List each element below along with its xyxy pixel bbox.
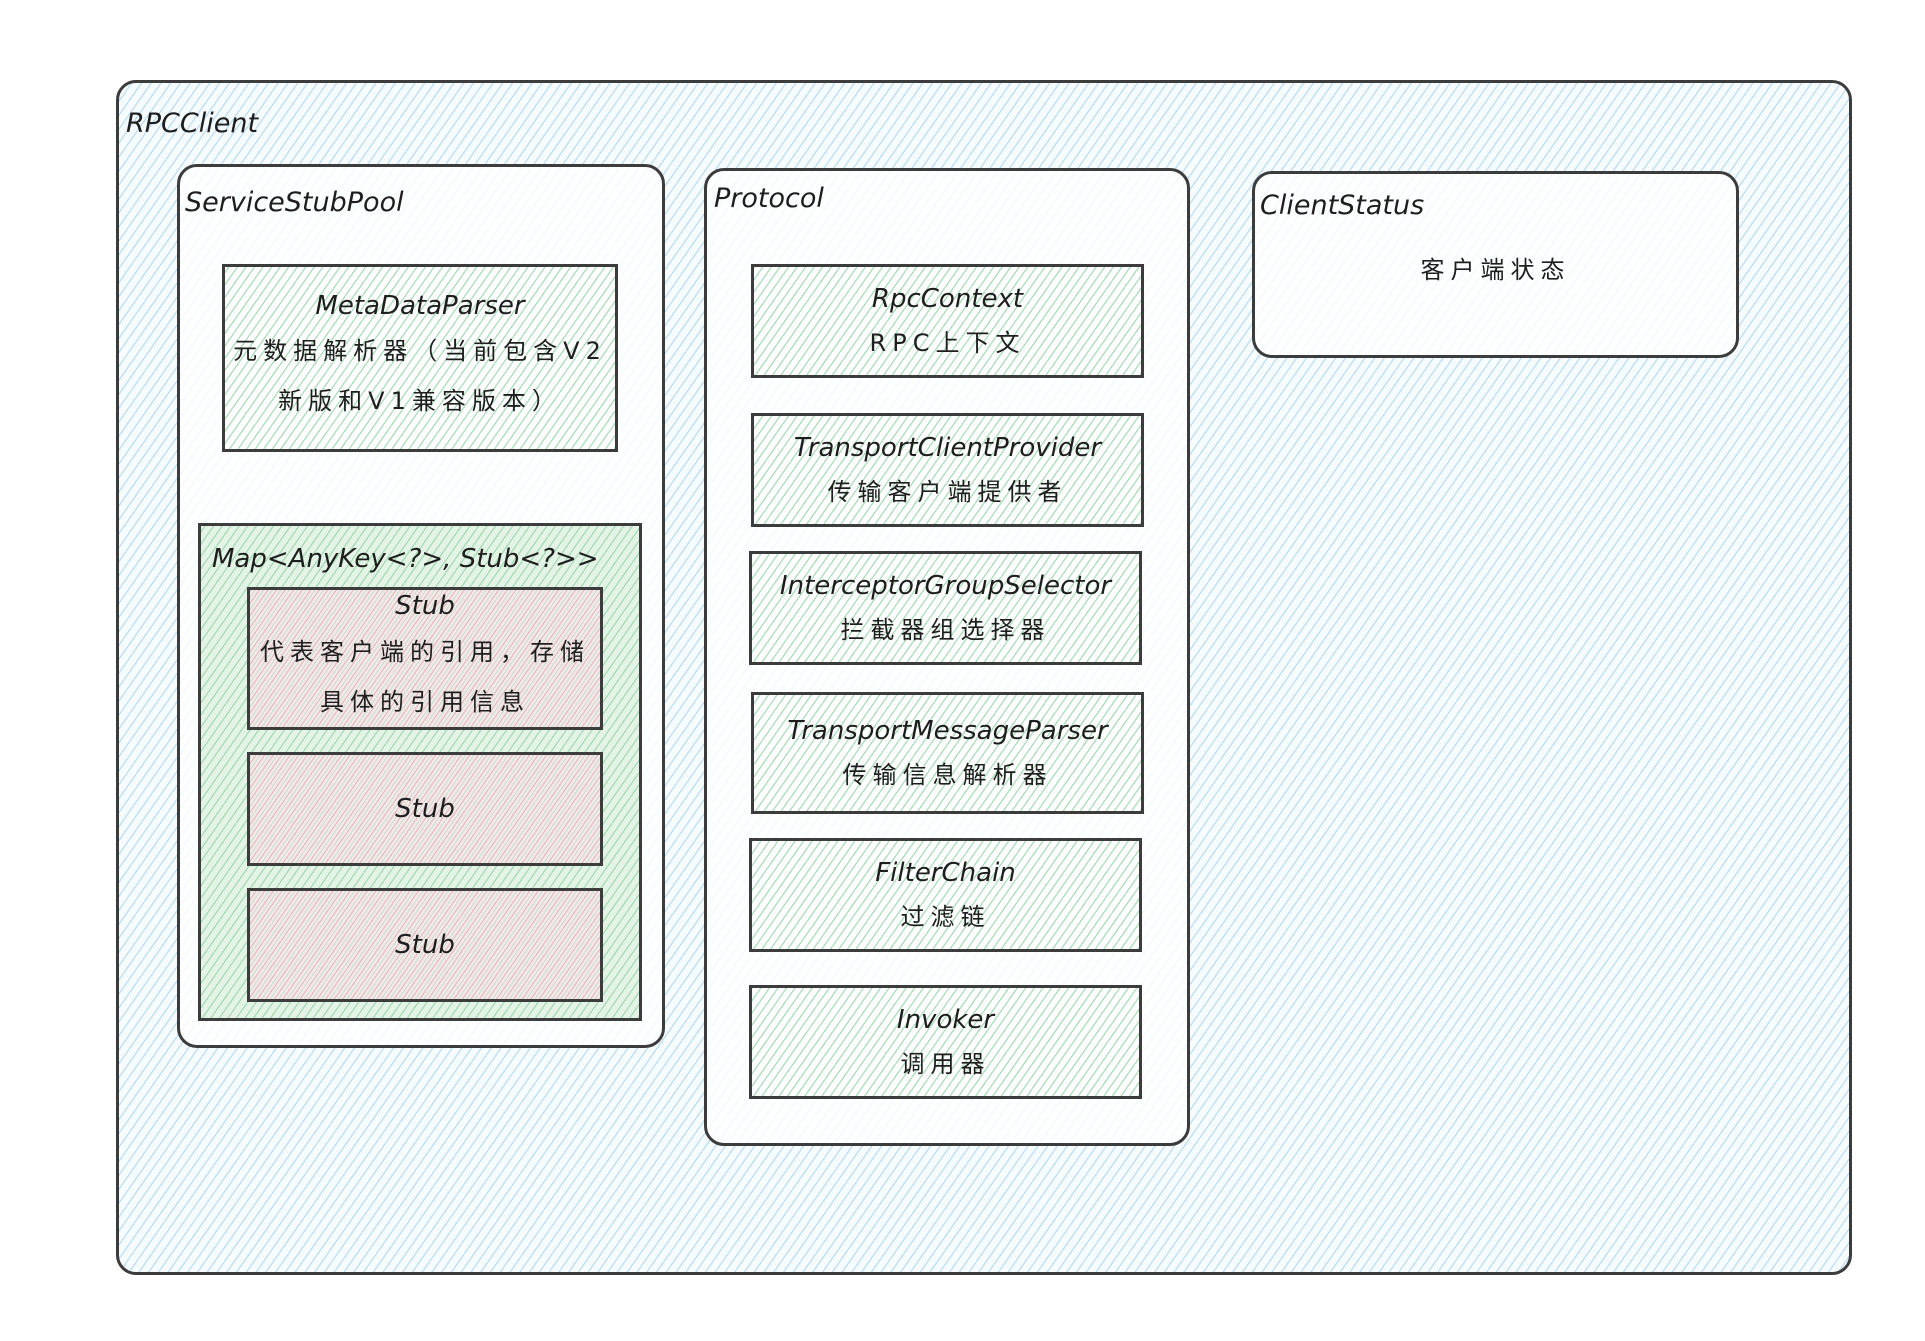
stub-node-2: Stub xyxy=(247,752,603,866)
filter-chain-desc: 过滤链 xyxy=(900,902,991,931)
rpc-context-node: RpcContext RPC上下文 xyxy=(751,264,1144,378)
stub-name-2: Stub xyxy=(395,793,455,824)
filter-chain-node: FilterChain 过滤链 xyxy=(749,838,1142,952)
protocol-title: Protocol xyxy=(714,183,824,214)
client-status-title: ClientStatus xyxy=(1260,190,1425,221)
stub-desc-1: 代表客户端的引用，存储 具体的引用信息 xyxy=(260,627,590,727)
transport-client-provider-name: TransportClientProvider xyxy=(793,433,1102,464)
interceptor-group-selector-name: InterceptorGroupSelector xyxy=(779,571,1112,602)
metadata-parser-node: MetaDataParser 元数据解析器（当前包含V2 新版和V1兼容版本） xyxy=(222,264,618,452)
transport-client-provider-desc: 传输客户端提供者 xyxy=(827,477,1068,506)
interceptor-group-selector-desc: 拦截器组选择器 xyxy=(840,615,1051,644)
stub-node-3: Stub xyxy=(247,888,603,1002)
rpc-context-name: RpcContext xyxy=(871,284,1024,315)
rpc-context-desc: RPC上下文 xyxy=(869,328,1026,357)
transport-client-provider-node: TransportClientProvider 传输客户端提供者 xyxy=(751,413,1144,527)
stub-desc-1-line2: 具体的引用信息 xyxy=(320,687,530,716)
filter-chain-name: FilterChain xyxy=(875,858,1016,889)
client-status-container: ClientStatus 客户端状态 xyxy=(1252,171,1739,358)
client-status-desc: 客户端状态 xyxy=(1420,256,1571,284)
rpc-client-title: RPCClient xyxy=(126,108,259,139)
stub-node-1: Stub 代表客户端的引用，存储 具体的引用信息 xyxy=(247,587,603,730)
stub-desc-1-line1: 代表客户端的引用，存储 xyxy=(260,637,590,666)
invoker-desc: 调用器 xyxy=(900,1049,991,1078)
invoker-node: Invoker 调用器 xyxy=(749,985,1142,1099)
stub-map-title: Map<AnyKey<?>, Stub<?>> xyxy=(212,544,599,574)
metadata-parser-desc: 元数据解析器（当前包含V2 新版和V1兼容版本） xyxy=(233,326,607,426)
stub-name-1: Stub xyxy=(395,591,455,622)
metadata-parser-name: MetaDataParser xyxy=(315,290,525,321)
transport-message-parser-name: TransportMessageParser xyxy=(787,716,1108,747)
metadata-parser-desc-line1: 元数据解析器（当前包含V2 xyxy=(233,337,607,366)
service-stub-pool-title: ServiceStubPool xyxy=(185,187,404,218)
invoker-name: Invoker xyxy=(896,1005,995,1036)
metadata-parser-desc-line2: 新版和V1兼容版本） xyxy=(278,387,562,416)
stub-name-3: Stub xyxy=(395,929,455,960)
transport-message-parser-desc: 传输信息解析器 xyxy=(842,760,1053,789)
interceptor-group-selector-node: InterceptorGroupSelector 拦截器组选择器 xyxy=(749,551,1142,665)
transport-message-parser-node: TransportMessageParser 传输信息解析器 xyxy=(751,692,1144,814)
